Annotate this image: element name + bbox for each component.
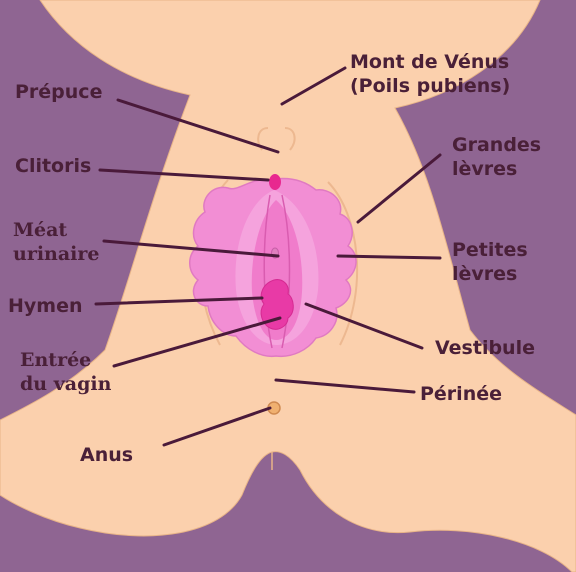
leader-vestibule <box>304 302 424 350</box>
leader-mons <box>280 66 347 106</box>
leader-anus <box>162 406 272 447</box>
label-petites-levres: Petites lèvres <box>452 238 528 286</box>
label-anus: Anus <box>80 443 133 467</box>
label-anus-text: Anus <box>80 444 134 466</box>
vaginal-opening <box>260 279 294 330</box>
label-perinee: Périnée <box>420 382 502 406</box>
leader-entree <box>112 316 282 368</box>
leader-perinee <box>274 378 416 394</box>
label-perinee-text: Périnée <box>420 383 502 405</box>
label-meat-urinaire: Méat urinaire <box>13 218 99 266</box>
leader-lines <box>94 66 442 447</box>
label-mons: Mont de Vénus (Poils pubiens) <box>350 50 510 98</box>
label-meat-line1: Méat <box>13 219 68 241</box>
label-clitoris: Clitoris <box>15 154 91 178</box>
label-petites-line1: Petites <box>452 239 528 261</box>
label-grandes-levres: Grandes lèvres <box>452 133 541 181</box>
label-vestibule: Vestibule <box>435 336 535 360</box>
leader-grandes <box>356 153 442 224</box>
label-hymen-text: Hymen <box>8 295 83 317</box>
label-clitoris-text: Clitoris <box>15 155 92 177</box>
label-mons-line1: Mont de Vénus <box>350 51 510 73</box>
label-prepuce: Prépuce <box>15 80 102 104</box>
leader-petites <box>336 254 442 260</box>
label-grandes-line1: Grandes <box>452 134 542 156</box>
leader-hymen <box>94 296 264 306</box>
label-prepuce-text: Prépuce <box>15 81 103 103</box>
leader-clitoris <box>98 168 270 182</box>
label-entree-du-vagin: Entrée du vagin <box>20 348 111 396</box>
label-mons-line2: (Poils pubiens) <box>350 75 511 97</box>
label-petites-line2: lèvres <box>452 263 518 285</box>
leader-prepuce <box>116 98 280 154</box>
label-vestibule-text: Vestibule <box>435 337 535 359</box>
leader-meat <box>102 239 280 258</box>
label-hymen: Hymen <box>8 294 83 318</box>
vestibule-fold-left <box>263 194 273 349</box>
label-meat-line2: urinaire <box>13 243 100 265</box>
label-entree-line2: du vagin <box>20 373 112 395</box>
label-entree-line1: Entrée <box>20 349 92 371</box>
clitoris-shape <box>269 174 281 190</box>
label-grandes-line2: lèvres <box>452 158 518 180</box>
vestibule-fold-right <box>281 194 291 349</box>
